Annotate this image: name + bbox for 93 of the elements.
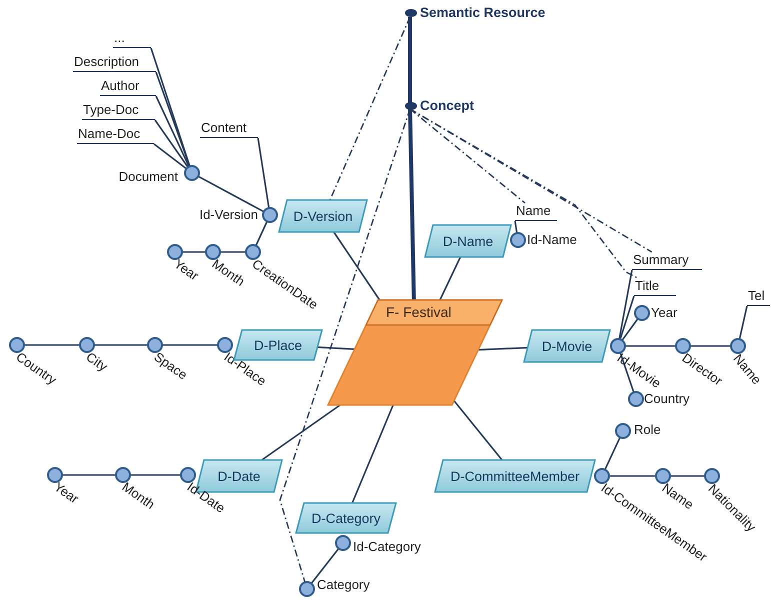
connector-line — [94, 344, 148, 346]
attribute-label: Category — [317, 577, 370, 592]
connector-line — [352, 404, 394, 504]
connector-line — [150, 48, 191, 167]
attribute-circle — [115, 467, 131, 483]
connector-line — [620, 352, 634, 393]
attribute-label: Id-Name — [527, 232, 577, 247]
connector-line — [670, 475, 705, 477]
attribute-label: ... — [113, 30, 151, 48]
dimension-box: D-CommitteeMember — [435, 460, 595, 492]
attribute-circle — [610, 338, 626, 354]
connector-line — [155, 72, 190, 167]
attribute-circle — [675, 338, 691, 354]
attribute-circle — [655, 468, 671, 484]
attribute-label: Id-Version — [199, 207, 258, 222]
connector-line — [439, 256, 462, 300]
attribute-circle — [47, 467, 63, 483]
attribute-label: City — [83, 349, 110, 374]
attribute-circle — [335, 535, 351, 551]
attribute-label: Name — [515, 203, 557, 221]
connector-line — [220, 251, 246, 253]
attribute-circle — [245, 244, 261, 260]
connector-line — [333, 232, 380, 300]
dimension-box: D-Place — [234, 330, 322, 360]
attribute-circle — [9, 337, 25, 353]
mapping-line — [279, 108, 411, 582]
attribute-circle — [628, 391, 644, 407]
hierarchy-line — [408, 108, 416, 300]
attribute-circle — [167, 244, 183, 260]
connector-line — [478, 346, 528, 351]
attribute-label: Name-Doc — [77, 126, 154, 144]
connector-line — [690, 345, 731, 347]
attribute-label: Description — [73, 54, 156, 72]
attribute-label: Title — [634, 278, 676, 296]
connector-line — [261, 404, 341, 461]
attribute-circle — [299, 581, 315, 597]
attribute-label: Role — [634, 422, 661, 437]
connector-line — [255, 221, 268, 246]
attribute-label: Year — [171, 256, 202, 284]
level-label: Concept — [402, 97, 494, 115]
attribute-circle — [510, 232, 526, 248]
attribute-circle — [615, 423, 631, 439]
fact-title: F- Festival — [386, 304, 452, 320]
mapping-line — [410, 108, 526, 204]
connector-line — [62, 474, 116, 476]
attribute-label: Type-Doc — [82, 102, 155, 120]
connector-line — [154, 120, 189, 168]
attribute-circle — [79, 337, 95, 353]
connector-line — [24, 344, 80, 346]
attribute-label: Year — [651, 305, 678, 320]
attribute-circle — [217, 337, 233, 353]
attribute-label: Author — [100, 78, 156, 96]
attribute-circle — [205, 244, 221, 260]
connector-line — [625, 345, 676, 347]
connector-line — [514, 220, 518, 234]
attribute-circle — [147, 337, 163, 353]
dimension-box: D-Version — [279, 200, 367, 232]
connector-line — [310, 548, 340, 584]
connector-line — [155, 96, 190, 167]
connector-line — [130, 474, 181, 476]
mapping-line — [410, 108, 638, 279]
connector-line — [609, 475, 656, 477]
attribute-label: Country — [644, 391, 690, 406]
mapping-line — [329, 16, 411, 200]
connector-line — [604, 437, 621, 470]
attribute-label: Tel — [747, 288, 770, 306]
connector-line — [198, 176, 264, 212]
attribute-circle — [634, 305, 650, 321]
connector-line — [162, 344, 218, 346]
attribute-label: Id-Category — [353, 539, 421, 554]
connector-line — [621, 318, 639, 341]
connector-line — [619, 296, 635, 340]
connector-line — [618, 270, 633, 340]
connector-line — [257, 138, 270, 208]
connector-line — [154, 143, 187, 170]
connector-line — [182, 251, 206, 253]
attribute-circle — [184, 165, 200, 181]
connector-line — [738, 306, 748, 340]
connector-line — [453, 400, 503, 460]
attribute-circle — [594, 468, 610, 484]
attribute-label: Year — [51, 479, 82, 506]
dimension-box: D-Movie — [524, 330, 610, 362]
fact-box — [328, 300, 502, 405]
connector-line — [317, 346, 355, 350]
attribute-label: Content — [200, 120, 258, 138]
attribute-label: Document — [118, 169, 178, 184]
attribute-circle — [262, 207, 278, 223]
dimension-box: D-Category — [296, 503, 396, 533]
dimension-box: D-Name — [425, 225, 511, 257]
attribute-circle — [704, 468, 720, 484]
attribute-circle — [180, 467, 196, 483]
attribute-label: Summary — [632, 252, 702, 270]
attribute-circle — [730, 338, 746, 354]
